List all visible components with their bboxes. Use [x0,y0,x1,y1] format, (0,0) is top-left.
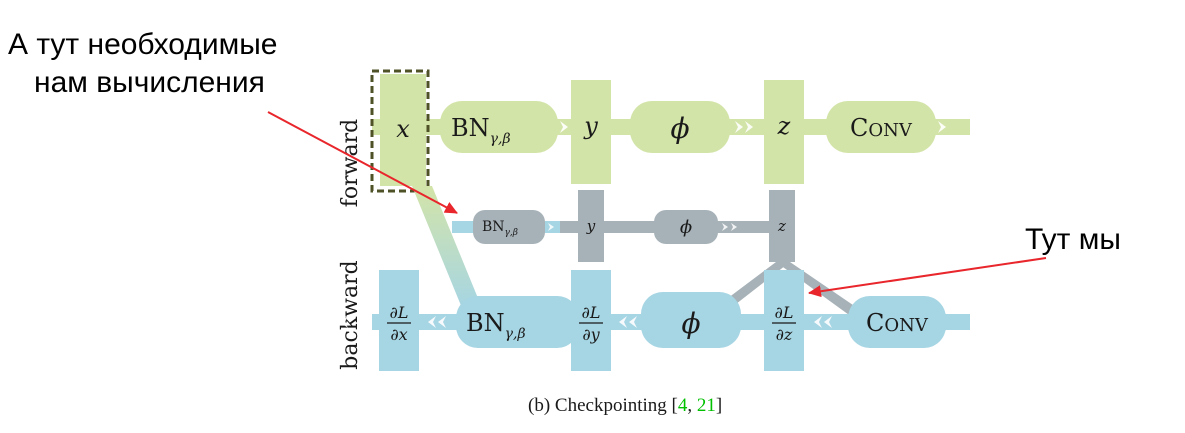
dldy-denominator: ∂y [582,325,600,344]
forward-z-block [764,80,804,184]
x-to-backward-link [412,186,482,308]
recompute-y-block [578,190,604,262]
forward-bn-node [440,101,558,153]
forward-phi-label: ϕ [670,112,689,145]
backward-phi-label: ϕ [681,307,700,340]
forward-arrow-chevrons [560,121,946,133]
forward-y-label: y [583,112,598,140]
backward-conv-node [848,296,946,348]
forward-bn-label: BNγ,β [451,114,511,147]
forward-conv-label: CONV [850,114,913,142]
recompute-phi-label: ϕ [680,217,692,238]
backward-dldy-label: ∂L ∂y [579,303,603,344]
recompute-z-block [769,190,795,262]
forward-row [370,69,970,193]
forward-conv-node [826,101,936,153]
annotation-we-are-here: Тут мы [1025,223,1121,256]
forward-x-block [380,74,426,186]
recompute-y-label: y [586,217,596,235]
dldx-numerator: ∂L [390,303,409,322]
recompute-z-label: z [777,217,786,235]
backward-dz-block [764,270,804,371]
backward-row [340,270,970,371]
forward-z-label: z [777,112,791,140]
checkpoint-dashed-box [370,69,430,193]
backward-arrow-chevrons [340,316,832,328]
caption-ref-4: 4 [678,395,688,416]
backward-bn-label: BNγ,β [466,309,526,342]
dldz-numerator: ∂L [775,303,794,322]
forward-label: forward [338,119,363,207]
backward-dldx-label: ∂L ∂x [387,303,411,344]
recompute-bn-node [473,210,545,244]
backward-bn-node [456,296,579,348]
dldx-denominator: ∂x [390,325,407,344]
backward-phi-node [641,292,741,348]
arrow-to-recompute [267,111,458,214]
forward-x-label: x [396,115,410,143]
annotation-computations-line2: нам вычисления [34,66,265,99]
dldz-denominator: ∂z [776,325,793,344]
arrow-to-dldz [808,257,1047,298]
forward-y-block [571,80,611,184]
backward-dy-block [571,270,611,371]
backward-dldz-label: ∂L ∂z [772,303,796,344]
forward-phi-node [630,101,730,153]
recompute-bn-label: BNγ,β [482,219,518,238]
recompute-phi-node [654,210,718,244]
backward-dx-block [379,270,419,371]
annotation-computations-line1: А тут необходимые [8,28,277,61]
recompute-arrow-chevrons [548,223,737,231]
dldy-numerator: ∂L [582,303,601,322]
figure-caption: (b) Checkpointing [4, 21] [528,395,722,416]
backward-conv-label: CONV [866,309,929,337]
backward-label: backward [338,260,363,369]
caption-ref-21: 21 [697,395,716,416]
